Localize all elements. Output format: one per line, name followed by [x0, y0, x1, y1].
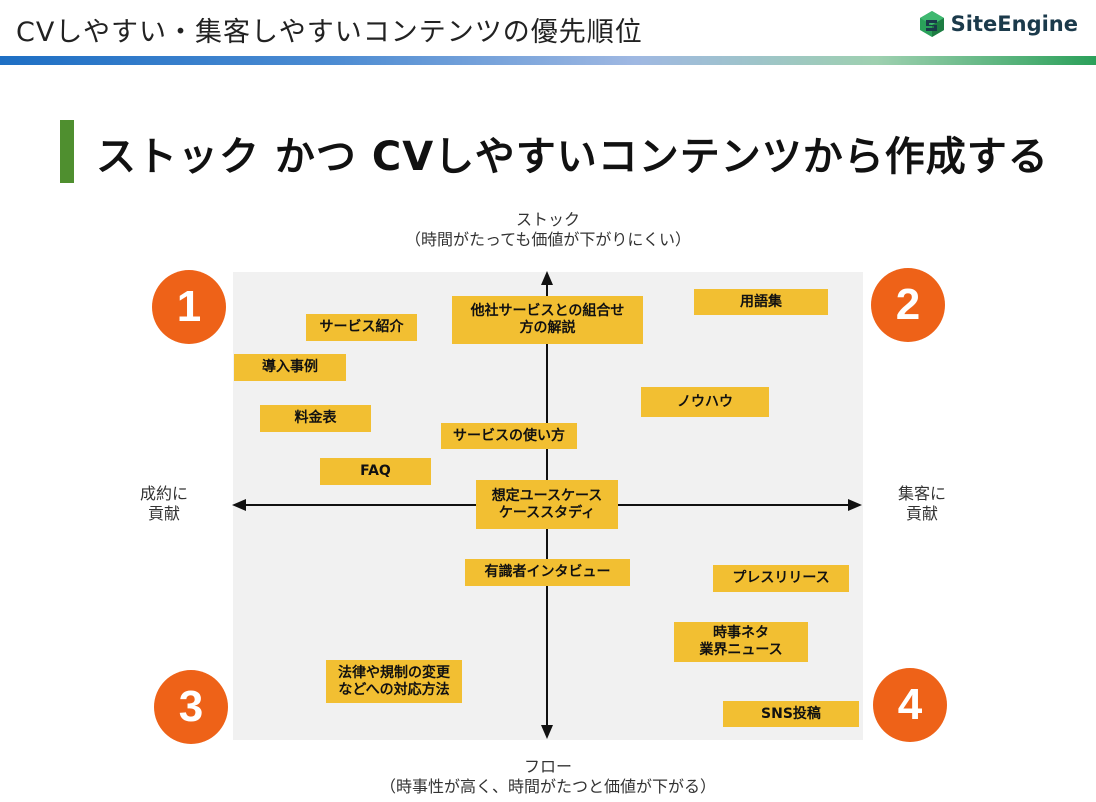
- axis-label-stock-title: ストック: [515, 210, 580, 229]
- arrow-right-icon: [848, 499, 862, 511]
- content-item-integration-guide-line1: 他社サービスとの組合せ: [470, 303, 625, 319]
- axis-label-acquisition-line1: 集客に: [897, 484, 946, 503]
- arrow-down-icon: [541, 725, 553, 739]
- content-item-case-studies-label: 導入事例: [262, 359, 318, 375]
- logo-text: SiteEngine: [950, 12, 1078, 36]
- axis-label-acquisition-line2: 貢献: [905, 504, 938, 523]
- content-item-industry-news-line1: 時事ネタ: [713, 625, 769, 641]
- axis-label-conversion-line2: 貢献: [147, 504, 180, 523]
- content-item-faq-label: FAQ: [360, 463, 391, 479]
- content-item-know-how: ノウハウ: [641, 387, 769, 417]
- axis-label-stock: ストック （時間がたっても価値が下がりにくい）: [348, 210, 748, 250]
- axis-label-flow-note: （時事性が高く、時間がたつと価値が下がる）: [379, 777, 716, 796]
- content-item-case-studies: 導入事例: [234, 354, 346, 381]
- content-item-integration-guide: 他社サービスとの組合せ 方の解説: [452, 296, 643, 344]
- axis-label-stock-note: （時間がたっても価値が下がりにくい）: [404, 230, 692, 249]
- site-logo: SiteEngine: [917, 6, 1078, 42]
- axis-label-acquisition: 集客に 貢献: [878, 484, 966, 524]
- content-item-sns-posts-label: SNS投稿: [761, 705, 821, 722]
- content-item-how-to-use-label: サービスの使い方: [453, 427, 565, 444]
- content-item-industry-news: 時事ネタ 業界ニュース: [674, 622, 808, 662]
- page-title: CVしやすい・集客しやすいコンテンツの優先順位: [16, 17, 643, 48]
- content-item-use-cases: 想定ユースケース ケーススタディ: [476, 480, 618, 529]
- siteengine-logo-icon: [919, 11, 944, 37]
- content-item-industry-news-line2: 業界ニュース: [699, 642, 783, 658]
- content-item-service-intro-label: サービス紹介: [319, 319, 404, 335]
- content-item-know-how-label: ノウハウ: [677, 393, 733, 410]
- content-item-expert-interview: 有識者インタビュー: [465, 559, 630, 586]
- axis-label-flow-title: フロー: [523, 757, 572, 776]
- content-item-pricing-label: 料金表: [294, 410, 337, 426]
- content-item-glossary: 用語集: [694, 289, 828, 315]
- quadrant-badge-2: 2: [871, 268, 945, 342]
- content-item-integration-guide-line2: 方の解説: [519, 320, 576, 336]
- section-heading: ストック かつ CVしやすいコンテンツから作成する: [96, 134, 1049, 180]
- content-item-use-cases-line1: 想定ユースケース: [491, 487, 603, 504]
- content-item-expert-interview-label: 有識者インタビュー: [484, 564, 611, 580]
- quadrant-badge-4: 4: [873, 668, 947, 742]
- quadrant-badge-1: 1: [152, 270, 226, 344]
- content-item-pricing: 料金表: [260, 405, 371, 432]
- quadrant-badge-3: 3: [154, 670, 228, 744]
- header-gradient-rule: [0, 56, 1096, 65]
- content-item-press-release-label: プレスリリース: [732, 570, 830, 586]
- arrow-left-icon: [232, 499, 246, 511]
- content-item-regulation-response: 法律や規制の変更 などへの対応方法: [326, 660, 462, 703]
- content-item-service-intro: サービス紹介: [306, 314, 417, 341]
- axis-label-conversion-line1: 成約に: [139, 484, 188, 503]
- content-item-regulation-response-line2: などへの対応方法: [338, 681, 450, 698]
- content-item-use-cases-line2: ケーススタディ: [498, 504, 596, 521]
- heading-accent-bar: [60, 120, 74, 183]
- content-item-press-release: プレスリリース: [713, 565, 849, 592]
- content-item-faq: FAQ: [320, 458, 431, 485]
- arrow-up-icon: [541, 271, 553, 285]
- content-item-sns-posts: SNS投稿: [723, 701, 859, 727]
- content-item-how-to-use: サービスの使い方: [441, 423, 577, 449]
- content-item-glossary-label: 用語集: [740, 293, 782, 310]
- axis-label-conversion: 成約に 貢献: [120, 484, 208, 524]
- axis-label-flow: フロー （時事性が高く、時間がたつと価値が下がる）: [308, 757, 788, 797]
- content-item-regulation-response-line1: 法律や規制の変更: [338, 664, 450, 681]
